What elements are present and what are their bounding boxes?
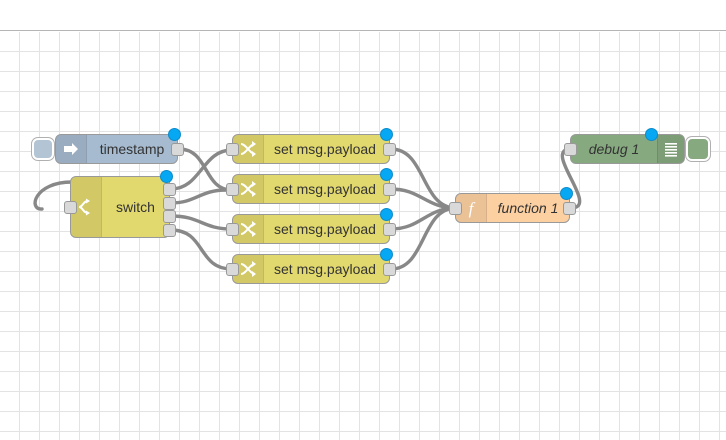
node-change-1[interactable]: set msg.payload [226,128,396,164]
node-label: set msg.payload [274,221,376,237]
wire-inject-to-change2 [177,147,234,192]
editor-header-bar [0,0,726,31]
output-port-0[interactable] [163,183,176,196]
input-port-0[interactable] [226,143,239,156]
wire-switch-to-change4 [169,228,234,271]
input-port-0[interactable] [226,263,239,276]
status-dot [645,128,658,141]
node-body: debug 1 [571,135,684,163]
node-switch[interactable]: switch [64,170,176,238]
node-body: set msg.payload [233,215,389,243]
node-body: set msg.payload [233,135,389,163]
node-body: timestamp [56,135,177,163]
wire-switch-to-change2b [169,188,228,205]
output-port-1[interactable] [163,197,176,210]
input-port-0[interactable] [226,223,239,236]
debug-lines-icon [657,135,684,163]
node-body: switch [71,177,169,237]
output-port-0[interactable] [563,202,576,215]
node-label: set msg.payload [274,261,376,277]
node-change-3[interactable]: set msg.payload [226,208,396,244]
wire-change1-to-function [389,147,458,210]
status-dot [380,168,393,181]
output-port-3[interactable] [163,224,176,237]
flow-canvas[interactable]: timestamp switch [0,32,726,440]
output-port-0[interactable] [383,183,396,196]
output-port-0[interactable] [171,143,184,156]
node-change-2[interactable]: set msg.payload [226,168,396,204]
node-debug-1[interactable]: debug 1 [564,128,710,164]
node-label: function 1 [497,200,559,216]
node-change-4[interactable]: set msg.payload [226,248,396,284]
node-function-1[interactable]: f function 1 [449,187,576,223]
status-dot [380,248,393,261]
status-dot [168,128,181,141]
node-label: timestamp [99,141,165,157]
status-dot [380,128,393,141]
node-body: f function 1 [456,194,569,222]
node-body: set msg.payload [233,175,389,203]
wire-switch-to-change3 [169,214,234,231]
status-dot [380,208,393,221]
output-port-2[interactable] [163,210,176,223]
node-inject-timestamp[interactable]: timestamp [32,128,184,164]
node-label: set msg.payload [274,141,376,157]
wire-change2-to-function [389,187,458,210]
svg-text:f: f [469,199,476,218]
wire-change4-to-function [389,206,458,271]
status-dot [160,170,173,183]
node-label: set msg.payload [274,181,376,197]
output-port-0[interactable] [383,223,396,236]
status-dot [560,187,573,200]
output-port-0[interactable] [383,143,396,156]
debug-toggle-button[interactable] [686,137,710,161]
output-port-0[interactable] [383,263,396,276]
inject-trigger-button[interactable] [32,138,54,160]
node-body: set msg.payload [233,255,389,283]
arrow-right-icon [56,135,87,163]
node-label: switch [116,199,155,215]
input-port-0[interactable] [64,201,77,214]
input-port-0[interactable] [226,183,239,196]
wire-change3-to-function [389,206,458,231]
node-label: debug 1 [588,141,640,157]
input-port-0[interactable] [449,202,462,215]
input-port-0[interactable] [564,143,577,156]
